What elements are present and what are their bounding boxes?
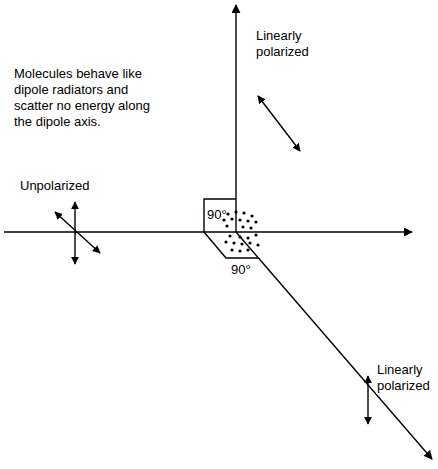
polarization-arrow	[258, 96, 300, 151]
note-text: Molecules behave like dipole radiators a…	[14, 66, 164, 130]
polarization-label: Linearly polarized	[376, 362, 434, 394]
angle-label: 90°	[207, 207, 227, 223]
angle-label: 90°	[231, 262, 251, 278]
diagonal-axis	[236, 232, 432, 459]
polarization-label: Linearly polarized	[256, 28, 336, 60]
incident-axis	[4, 231, 412, 232]
vertical-axis	[235, 5, 236, 232]
polarization-arrow	[367, 376, 368, 424]
right-angle-box	[204, 199, 236, 232]
polarization-arrow	[55, 212, 100, 253]
right-angle-box	[204, 232, 258, 258]
polarization-label: Unpolarized	[20, 178, 89, 194]
polarization-arrow	[74, 202, 75, 264]
molecule-cluster	[222, 210, 259, 252]
